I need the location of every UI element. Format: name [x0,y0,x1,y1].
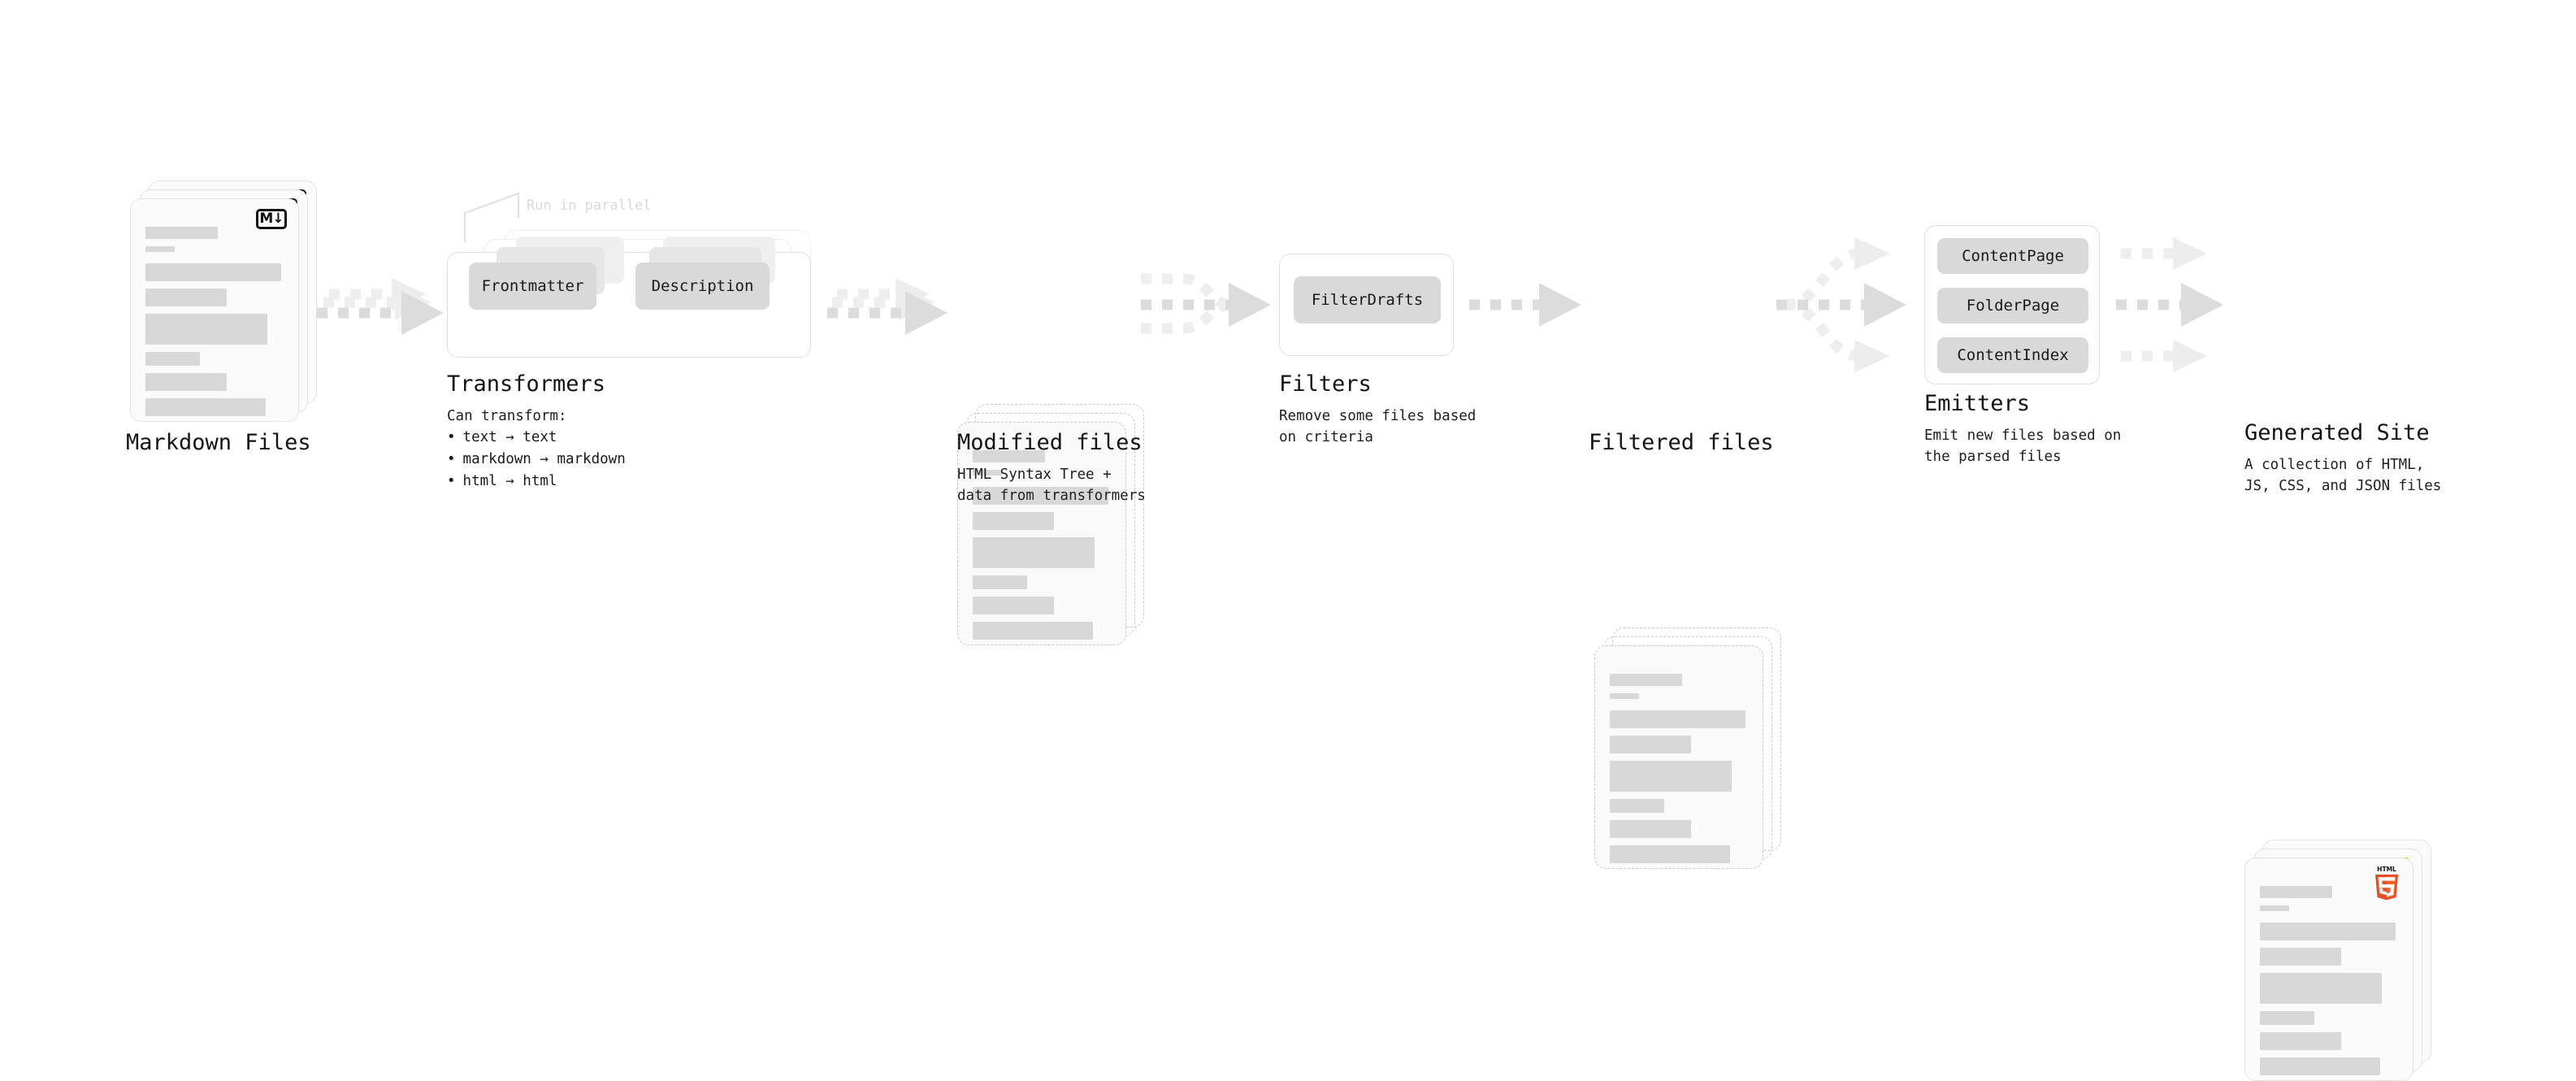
filters-title: Filters [1279,371,1372,397]
generated-site-caption: Generated Site A collection of HTML, JS,… [2244,421,2441,497]
modified-files-sub-line-2: data from transformers [957,487,1146,504]
placeholder-line [973,622,1093,640]
filtered-files-placeholder-lines [1610,674,1750,863]
filter-pill-filterdrafts[interactable]: FilterDrafts [1294,276,1441,323]
emitter-pill-contentpage[interactable]: ContentPage [1937,238,2088,274]
placeholder-line [145,246,176,252]
markdown-files-caption: Markdown Files [126,431,311,455]
markdown-files-title: Markdown Files [126,430,311,455]
modified-files-title: Modified files [957,430,1143,455]
modified-files-card-stack [957,404,1144,645]
generated-site-sub-line-1: A collection of HTML, [2244,456,2425,473]
placeholder-line [2260,886,2333,898]
emitters-title: Emitters [1924,391,2031,416]
emitter-pill-folderpage[interactable]: FolderPage [1937,288,2088,323]
filters-sub-line-1: Remove some files based [1279,407,1477,424]
arrow-filtered-to-emitters [1776,237,1906,372]
placeholder-line [2260,948,2341,966]
transformer-pill-frontmatter[interactable]: Frontmatter [469,263,596,310]
run-in-parallel-label: Run in parallel [527,198,652,214]
placeholder-line [973,575,1028,589]
filters-sub-line-2: on criteria [1279,428,1373,445]
placeholder-line [1610,710,1746,728]
generated-site-sub-line-2: JS, CSS, and JSON files [2244,477,2442,494]
placeholder-line [2260,973,2382,1004]
placeholder-line [973,597,1054,614]
placeholder-line [145,227,219,239]
placeholder-line [973,450,1046,462]
emitters-group: ContentPage FolderPage ContentIndex [1924,225,2100,384]
diagram-canvas: .dash { stroke:#dcdcdc; stroke-width:13;… [0,0,2576,681]
modified-files-card-front [957,422,1126,645]
filtered-files-caption: Filtered files [1589,431,1774,455]
transformers-sub-intro: Can transform: [447,407,567,424]
markdown-files-placeholder-lines [145,227,285,416]
arrow-transformers-to-modified [827,278,948,335]
emitters-sub-line-1: Emit new files based on [1924,427,2122,444]
placeholder-line [145,263,281,281]
placeholder-line [1610,845,1730,863]
emitter-pill-contentindex[interactable]: ContentIndex [1937,337,2088,373]
placeholder-line [145,314,267,345]
placeholder-line [145,352,201,366]
placeholder-line [1610,799,1665,813]
modified-files-caption: Modified files HTML Syntax Tree + data f… [957,431,1146,506]
placeholder-line [2260,1011,2315,1025]
generated-site-title: Generated Site [2244,420,2430,445]
transformers-caption: Transformers Can transform: text → text … [447,372,626,493]
emitters-sub-line-2: the parsed files [1924,448,2062,465]
placeholder-line [973,487,1108,505]
modified-files-sub-line-1: HTML Syntax Tree + [957,466,1112,483]
transformers-bullet-list: text → text markdown → markdown html → h… [447,427,626,493]
placeholder-line [2260,923,2396,940]
placeholder-line [145,289,227,306]
transformers-group: Frontmatter Description [447,237,811,358]
filters-caption: Filters Remove some files based on crite… [1279,372,1476,448]
modified-files-placeholder-lines [973,450,1112,640]
transformers-title: Transformers [447,371,606,397]
placeholder-line [973,512,1054,530]
placeholder-line [145,373,227,391]
placeholder-line [973,470,1003,475]
filtered-files-title: Filtered files [1589,430,1774,455]
arrow-filters-to-filtered [1469,283,1581,327]
generated-site-card-html: HTML [2244,857,2413,1081]
filters-group: FilterDrafts [1279,254,1454,356]
filtered-files-card-front [1594,645,1763,869]
transformer-pill-description[interactable]: Description [635,263,770,310]
markdown-files-card-front: M↓ [130,198,299,422]
generated-site-placeholder-lines [2260,886,2400,1075]
placeholder-line [1610,820,1691,838]
generated-site-card-stack: CSS HTML [2244,840,2431,1081]
markdown-files-card-stack: M↓ M↓ M↓ [130,180,317,422]
placeholder-line [1610,693,1640,699]
arrow-emitters-to-generated [2116,237,2223,372]
placeholder-line [145,398,266,416]
arrow-modified-to-filters [1141,273,1271,334]
placeholder-line [2260,905,2290,911]
html5-icon-label: HTML [2377,866,2396,873]
markdown-icon: M↓ [256,209,287,229]
placeholder-line [973,537,1095,568]
placeholder-line [1610,736,1691,753]
placeholder-line [1610,674,1683,686]
transformers-bullet-item: markdown → markdown [447,449,626,471]
filtered-files-card-stack [1594,627,1781,869]
placeholder-line [2260,1057,2380,1075]
transformers-bullet-item: html → html [447,471,626,493]
transformers-bullet-item: text → text [447,427,626,449]
placeholder-line [1610,761,1732,792]
emitters-caption: Emitters Emit new files based on the par… [1924,392,2121,467]
placeholder-line [2260,1032,2341,1050]
arrow-markdown-to-transformers [317,278,444,335]
